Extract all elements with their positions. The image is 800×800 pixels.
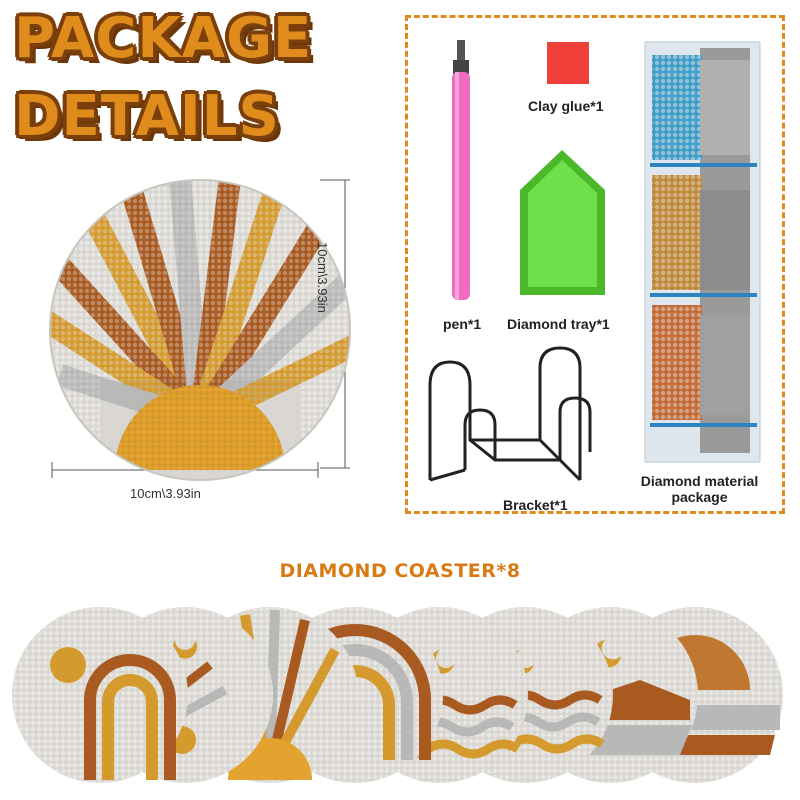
clay-glue-label: Clay glue*1 xyxy=(528,98,604,114)
height-dimension-label: 10cm\3.93in xyxy=(315,242,330,313)
material-package-label-line2: package xyxy=(671,489,728,505)
diamond-tray-label: Diamond tray*1 xyxy=(507,316,610,332)
title-line-1: PACKAGE xyxy=(14,6,313,71)
drill-pen-icon xyxy=(452,40,470,300)
bracket-label: Bracket*1 xyxy=(503,497,568,513)
coasters-subtitle: DIAMOND COASTER*8 xyxy=(279,560,521,582)
package-contents-box xyxy=(405,15,785,514)
coaster-row xyxy=(12,607,783,783)
diamond-tray-icon xyxy=(520,150,605,295)
pen-label: pen*1 xyxy=(443,316,482,332)
clay-glue-icon xyxy=(547,42,589,84)
coaster-1 xyxy=(12,607,188,783)
bracket-icon xyxy=(428,346,592,482)
material-package-icon xyxy=(644,41,761,463)
title-line-2: DETAILS xyxy=(14,84,280,149)
large-coaster-sunburst xyxy=(49,179,351,481)
width-dimension-label: 10cm\3.93in xyxy=(130,486,201,501)
material-package-label-line1: Diamond material xyxy=(640,473,759,489)
